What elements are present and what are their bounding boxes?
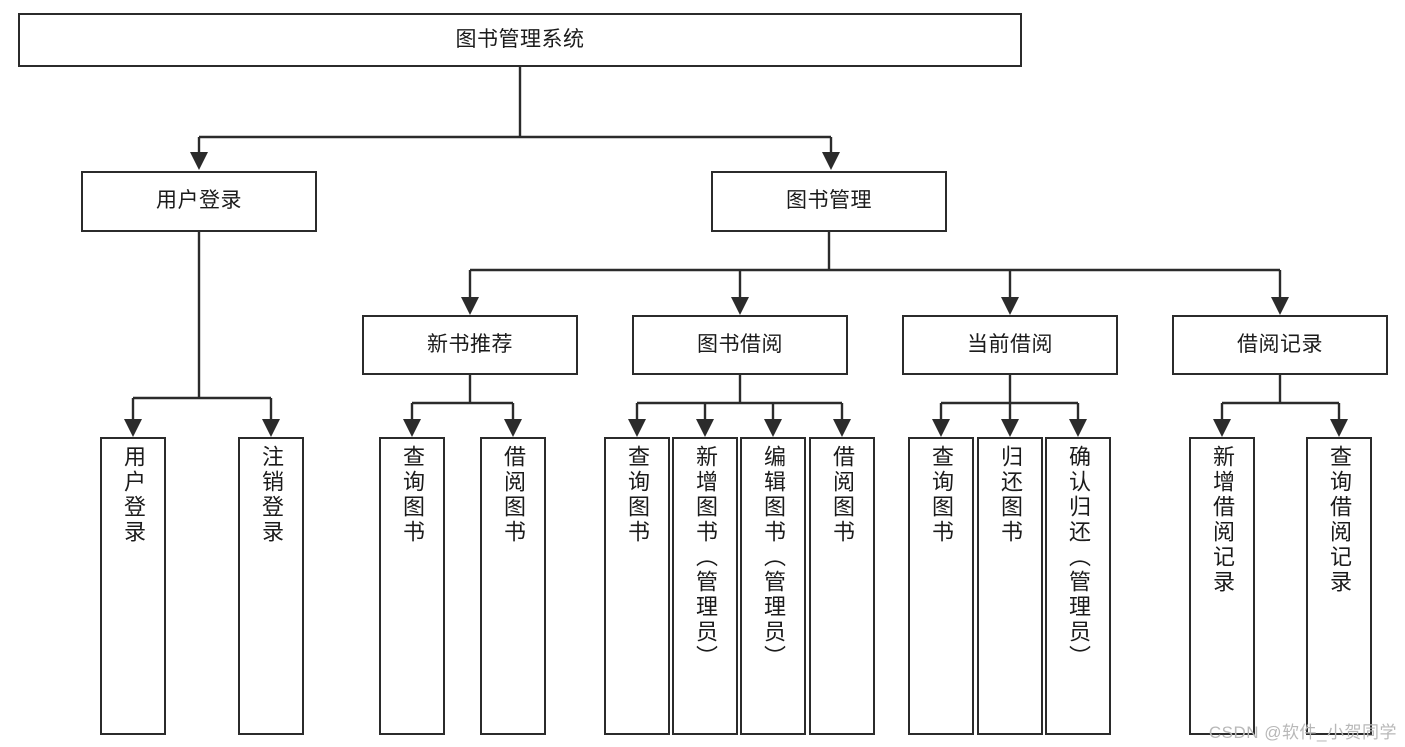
node-leaf-query-borrow-record[interactable]: 查询借阅记录 xyxy=(1306,437,1372,735)
node-leaf-confirm-return-admin-label: 确认归还（管理员） xyxy=(1066,445,1091,670)
node-book-borrow[interactable]: 图书借阅 xyxy=(632,315,848,375)
node-leaf-add-book-admin[interactable]: 新增图书（管理员） xyxy=(672,437,738,735)
node-leaf-return-book-label: 归还图书 xyxy=(998,445,1023,545)
node-book-manage-label: 图书管理 xyxy=(786,189,872,213)
node-leaf-add-borrow-record-label: 新增借阅记录 xyxy=(1210,445,1235,595)
node-leaf-add-book-admin-label: 新增图书（管理员） xyxy=(693,445,718,670)
node-leaf-return-book[interactable]: 归还图书 xyxy=(977,437,1043,735)
node-root[interactable]: 图书管理系统 xyxy=(18,13,1022,67)
node-leaf-borrow-book-2[interactable]: 借阅图书 xyxy=(809,437,875,735)
node-leaf-add-borrow-record[interactable]: 新增借阅记录 xyxy=(1189,437,1255,735)
node-leaf-user-login[interactable]: 用户登录 xyxy=(100,437,166,735)
node-user-login[interactable]: 用户登录 xyxy=(81,171,317,232)
node-borrow-record[interactable]: 借阅记录 xyxy=(1172,315,1388,375)
node-leaf-query-book-3-label: 查询图书 xyxy=(929,445,954,545)
node-leaf-query-book-2[interactable]: 查询图书 xyxy=(604,437,670,735)
node-current-borrow[interactable]: 当前借阅 xyxy=(902,315,1118,375)
node-current-borrow-label: 当前借阅 xyxy=(967,332,1053,356)
node-new-book-recommend-label: 新书推荐 xyxy=(427,332,513,356)
node-leaf-borrow-book-1-label: 借阅图书 xyxy=(501,445,526,545)
node-new-book-recommend[interactable]: 新书推荐 xyxy=(362,315,578,375)
node-leaf-query-book-1-label: 查询图书 xyxy=(400,445,425,545)
node-leaf-borrow-book-1[interactable]: 借阅图书 xyxy=(480,437,546,735)
node-leaf-query-book-2-label: 查询图书 xyxy=(625,445,650,545)
node-leaf-query-book-1[interactable]: 查询图书 xyxy=(379,437,445,735)
node-leaf-edit-book-admin[interactable]: 编辑图书（管理员） xyxy=(740,437,806,735)
node-leaf-edit-book-admin-label: 编辑图书（管理员） xyxy=(761,445,786,670)
node-leaf-query-borrow-record-label: 查询借阅记录 xyxy=(1327,445,1352,595)
node-leaf-borrow-book-2-label: 借阅图书 xyxy=(830,445,855,545)
node-leaf-query-book-3[interactable]: 查询图书 xyxy=(908,437,974,735)
node-book-manage[interactable]: 图书管理 xyxy=(711,171,947,232)
node-leaf-logout-login[interactable]: 注销登录 xyxy=(238,437,304,735)
node-leaf-confirm-return-admin[interactable]: 确认归还（管理员） xyxy=(1045,437,1111,735)
node-user-login-label: 用户登录 xyxy=(156,189,242,213)
node-book-borrow-label: 图书借阅 xyxy=(697,332,783,356)
node-root-label: 图书管理系统 xyxy=(455,27,585,51)
node-leaf-user-login-label: 用户登录 xyxy=(121,445,146,545)
watermark-text: CSDN @软件_小贺同学 xyxy=(1208,723,1397,742)
node-leaf-logout-login-label: 注销登录 xyxy=(259,445,284,545)
node-borrow-record-label: 借阅记录 xyxy=(1237,332,1323,356)
